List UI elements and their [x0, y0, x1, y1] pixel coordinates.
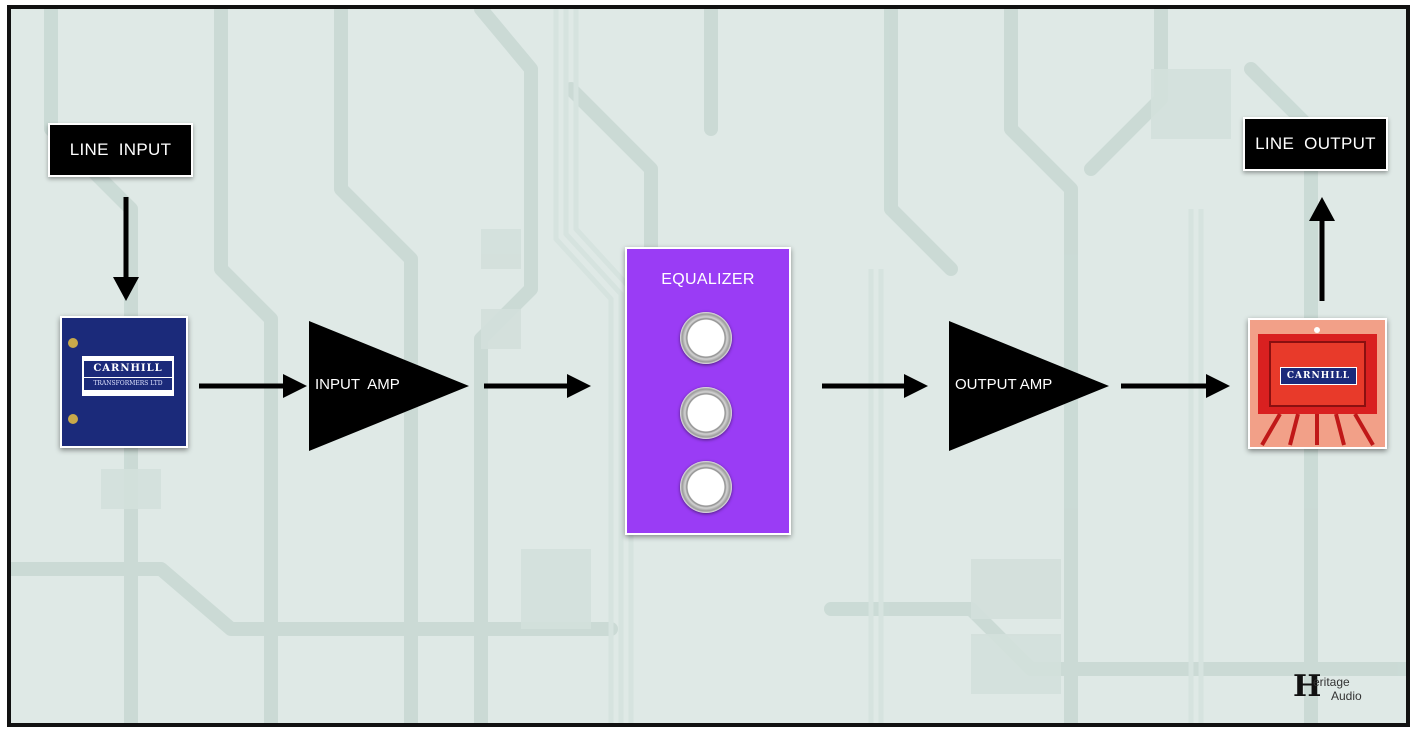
arrow-up-output [1309, 197, 1335, 301]
transformer-brand: CARNHILL [84, 361, 172, 377]
input-transformer[interactable]: CARNHILL TRANSFORMERS LTD [60, 316, 188, 448]
line-input-block[interactable]: LINE INPUT [48, 123, 193, 177]
eq-knob-mid[interactable] [680, 387, 732, 439]
transformer-label-plate: CARNHILL TRANSFORMERS LTD [82, 356, 174, 396]
eq-knob-low[interactable] [680, 461, 732, 513]
arrow-down-input [113, 197, 139, 301]
screw-icon [68, 414, 78, 424]
heritage-audio-logo: H eritage Audio [1293, 669, 1373, 709]
circuit-board-background [11, 9, 1406, 723]
logo-line2: Audio [1331, 689, 1362, 703]
arrow-transformer-to-amp [199, 374, 307, 398]
output-transformer-brand: CARNHILL [1280, 367, 1357, 385]
arrow-amp-to-eq [484, 374, 591, 398]
output-amp-label: OUTPUT AMP [955, 376, 1053, 393]
logo-mark: H [1293, 669, 1322, 704]
equalizer-block: EQUALIZER [625, 247, 791, 535]
equalizer-title: EQUALIZER [661, 271, 755, 288]
line-output-block[interactable]: LINE OUTPUT [1243, 117, 1388, 171]
diagram-frame: INPUT AMP OUTPUT AMP LINE INPUT LINE OUT… [7, 5, 1410, 727]
arrow-amp-to-transformer [1121, 374, 1230, 398]
transformer-subtitle: TRANSFORMERS LTD [84, 378, 172, 390]
signal-flow [113, 197, 1335, 451]
input-amp-label: INPUT AMP [315, 376, 400, 393]
eq-knob-high[interactable] [680, 312, 732, 364]
screw-icon [68, 338, 78, 348]
input-amp-triangle [309, 321, 469, 451]
output-transformer[interactable]: CARNHILL [1248, 318, 1387, 449]
arrow-eq-to-amp [822, 374, 928, 398]
output-amp-triangle [949, 321, 1109, 451]
logo-line1: eritage [1313, 675, 1350, 689]
